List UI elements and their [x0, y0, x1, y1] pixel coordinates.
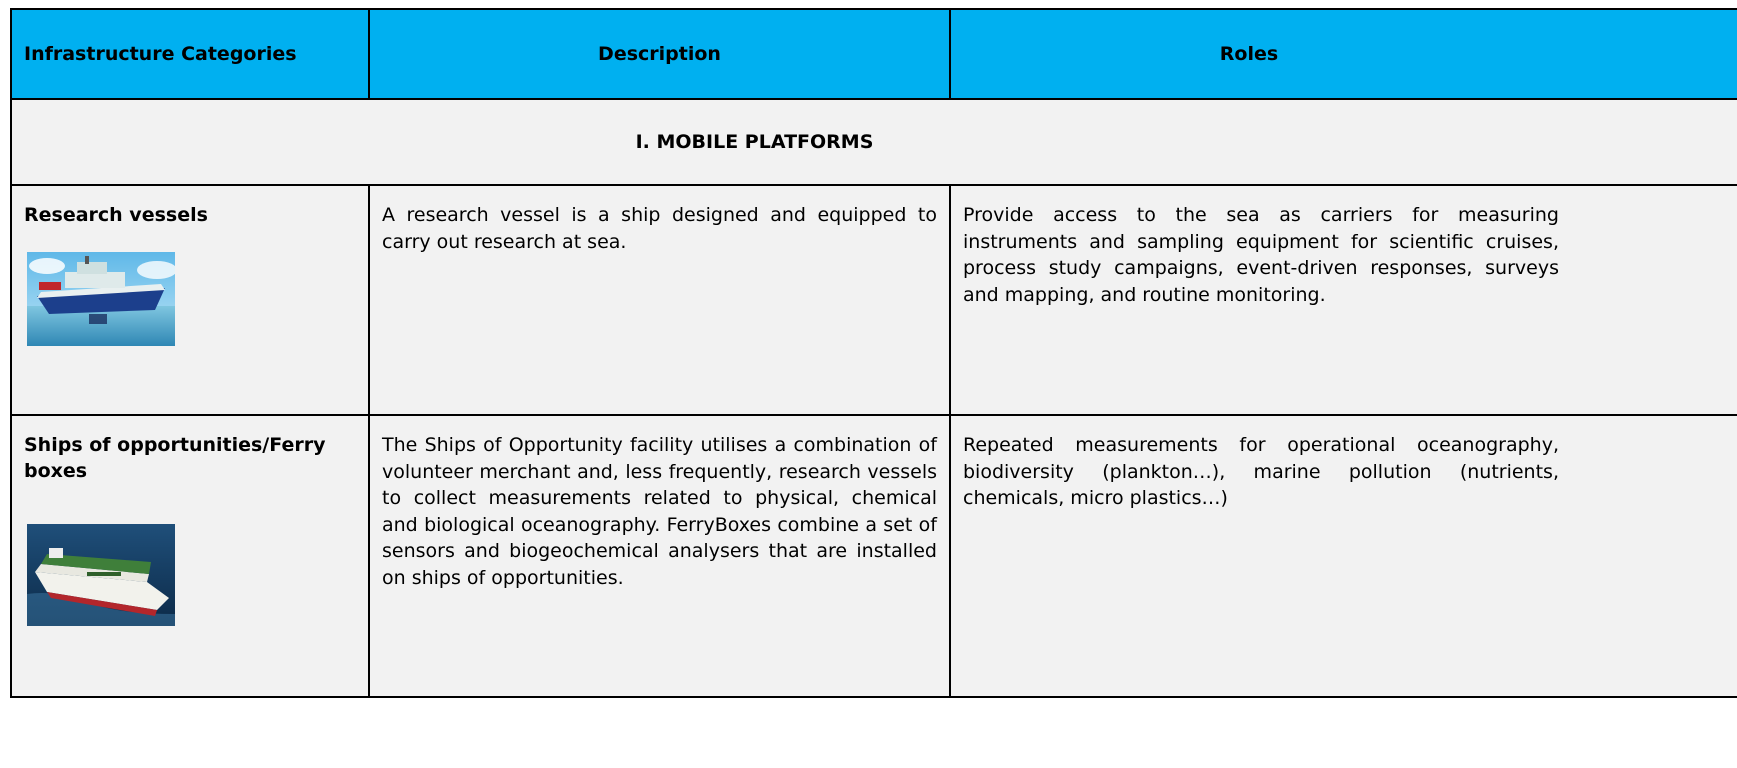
category-title: Ships of opportunities/Ferry boxes — [24, 434, 326, 482]
section-title: I. MOBILE PLATFORMS — [10, 98, 1737, 186]
table-header-row: Infrastructure Categories Description Ro… — [10, 8, 1737, 100]
description-text: The Ships of Opportunity facility utilis… — [382, 434, 937, 589]
category-cell: Research vessels — [10, 184, 370, 416]
section-row: I. MOBILE PLATFORMS — [10, 98, 1737, 186]
roles-cell: Repeated measurements for operational oc… — [949, 414, 1737, 698]
infrastructure-table: Infrastructure Categories Description Ro… — [10, 8, 1737, 698]
category-cell: Ships of opportunities/Ferry boxes — [10, 414, 370, 698]
description-cell: The Ships of Opportunity facility utilis… — [368, 414, 951, 698]
table-row: Research vessels — [10, 184, 1737, 416]
description-text: A research vessel is a ship designed and… — [382, 204, 937, 253]
roles-text: Provide access to the sea as carriers fo… — [963, 204, 1559, 306]
category-title: Research vessels — [24, 204, 208, 226]
roles-cell: Provide access to the sea as carriers fo… — [949, 184, 1737, 416]
ferry-ship-image — [27, 524, 175, 626]
table-row: Ships of opportunities/Ferry boxes — [10, 414, 1737, 698]
header-roles: Roles — [949, 8, 1737, 100]
header-infrastructure-categories: Infrastructure Categories — [10, 8, 370, 100]
roles-text: Repeated measurements for operational oc… — [963, 434, 1559, 509]
description-cell: A research vessel is a ship designed and… — [368, 184, 951, 416]
infrastructure-table-container: Infrastructure Categories Description Ro… — [10, 8, 1737, 698]
header-description: Description — [368, 8, 951, 100]
research-vessel-image — [27, 252, 175, 346]
